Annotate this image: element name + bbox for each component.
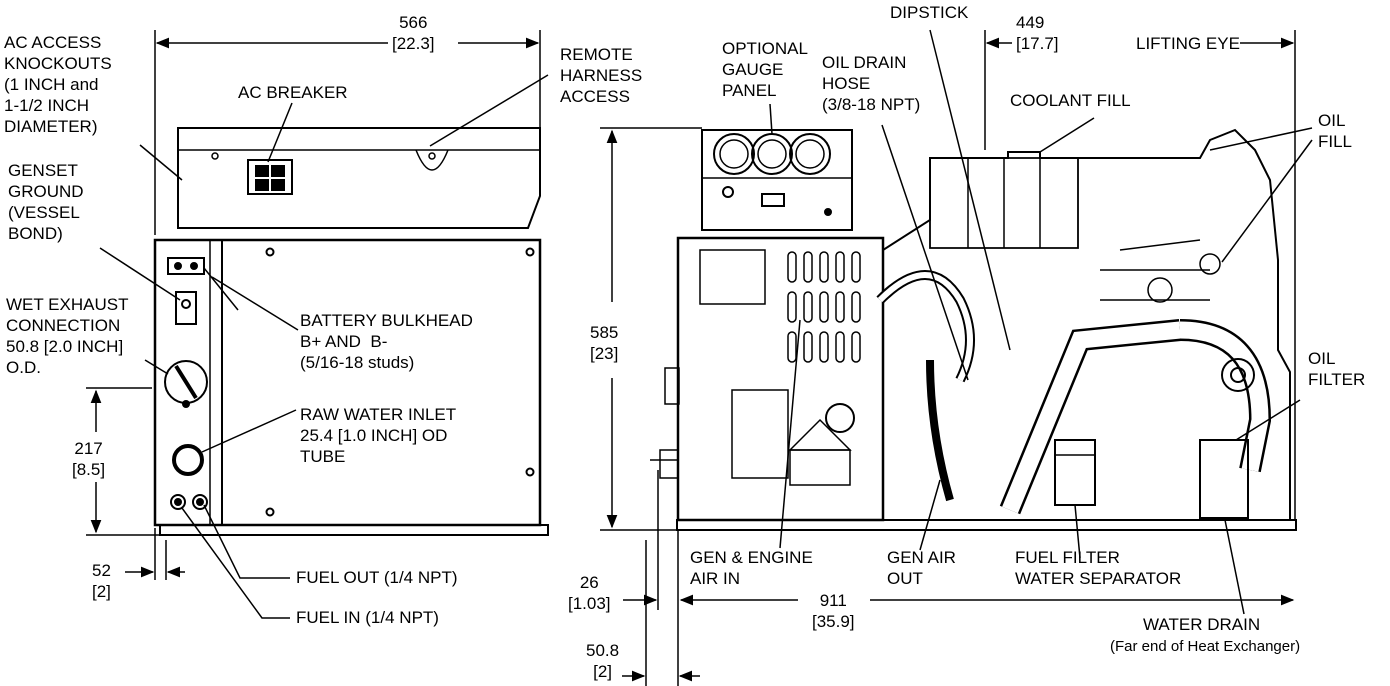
label-fuel-in: FUEL IN (1/4 NPT) <box>296 608 439 627</box>
dim-217: 217 [8.5] <box>72 439 106 479</box>
dim-26: 26 [1.03] <box>568 573 611 613</box>
label-dipstick: DIPSTICK <box>890 3 969 22</box>
label-wet-exhaust: WET EXHAUST CONNECTION 50.8 [2.0 INCH] O… <box>6 295 129 377</box>
end-view-body <box>155 240 540 525</box>
ground-stud <box>176 292 196 324</box>
label-raw-water-inlet: RAW WATER INLET 25.4 [1.0 INCH] OD TUBE <box>300 405 457 466</box>
gauge-panel <box>702 130 852 230</box>
dim-52: 52 [2] <box>92 561 111 601</box>
dim-911: 911 [35.9] <box>812 591 855 631</box>
end-view <box>155 128 548 535</box>
label-coolant-fill: COOLANT FILL <box>1010 91 1131 110</box>
label-water-drain: WATER DRAIN <box>1143 615 1261 634</box>
raw-water-inlet <box>174 446 202 474</box>
label-oil-fill: OIL FILL <box>1318 111 1353 151</box>
label-optional-gauge: OPTIONAL GAUGE PANEL <box>722 39 808 100</box>
label-fuel-filter: FUEL FILTER WATER SEPARATOR <box>1015 548 1182 588</box>
label-remote-harness: REMOTE HARNESS ACCESS <box>560 45 643 106</box>
label-gen-engine-air-in: GEN & ENGINE AIR IN <box>690 548 813 588</box>
side-view <box>650 130 1296 530</box>
label-ac-breaker: AC BREAKER <box>238 83 348 102</box>
dim-566: 566 [22.3] <box>392 13 435 53</box>
enclosure-lid <box>178 128 540 228</box>
label-oil-filter: OIL FILTER <box>1308 349 1366 389</box>
fuel-filter <box>1055 440 1095 505</box>
label-genset-ground: GENSET GROUND (VESSEL BOND) <box>8 161 84 243</box>
label-fuel-out: FUEL OUT (1/4 NPT) <box>296 568 458 587</box>
label-water-drain-note: (Far end of Heat Exchanger) <box>1110 638 1301 655</box>
engine-block <box>883 130 1290 520</box>
leader-lines <box>100 30 1312 618</box>
label-lifting-eye: LIFTING EYE <box>1136 34 1240 53</box>
dim-449: 449 [17.7] <box>1016 13 1059 53</box>
oil-filter-body <box>1200 440 1248 518</box>
label-battery-bulkhead: BATTERY BULKHEAD B+ AND B- (5/16-18 stud… <box>300 311 473 372</box>
label-oil-drain-hose: OIL DRAIN HOSE (3/8-18 NPT) <box>822 53 921 114</box>
label-ac-access-knockouts: AC ACCESS KNOCKOUTS (1 INCH and 1-1/2 IN… <box>4 33 112 136</box>
dimension-lines <box>86 30 1295 686</box>
label-gen-air-out: GEN AIR OUT <box>887 548 956 588</box>
dim-50-8: 50.8 [2] <box>586 641 620 681</box>
battery-terminals <box>168 258 204 274</box>
dim-585: 585 [23] <box>590 323 619 363</box>
ac-breaker <box>248 160 292 194</box>
